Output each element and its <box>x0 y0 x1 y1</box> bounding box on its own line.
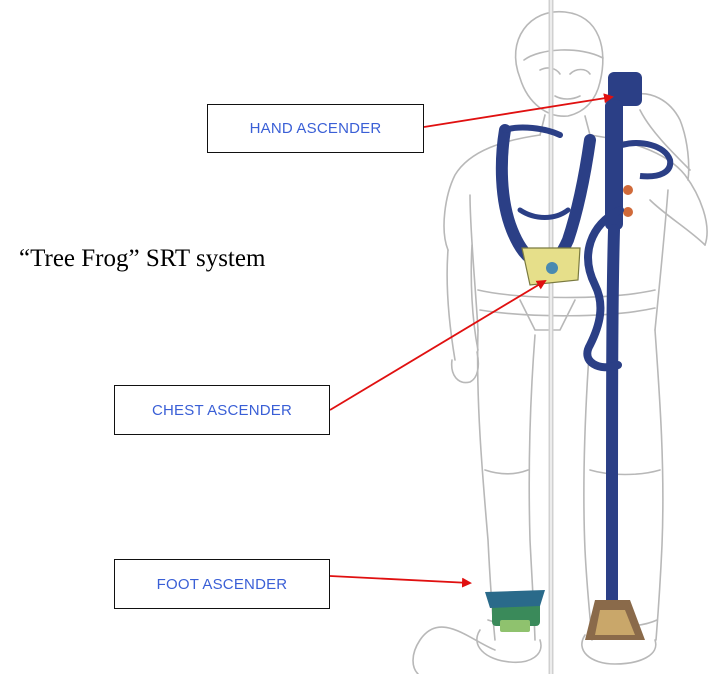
foot-ascender-label: FOOT ASCENDER <box>114 559 330 609</box>
foot-ascender-label-text: FOOT ASCENDER <box>157 576 288 593</box>
chest-ascender-device <box>522 248 580 285</box>
hand-ascender-label-text: HAND ASCENDER <box>250 120 382 137</box>
hand-ascender-arrow <box>424 97 612 127</box>
hand-ascender-label: HAND ASCENDER <box>207 104 424 153</box>
figure-caption: “Tree Frog” SRT system <box>19 245 265 273</box>
right-foot-stirrup <box>585 600 645 640</box>
climber-figure <box>413 12 707 674</box>
chest-ascender-label-text: CHEST ASCENDER <box>152 402 292 419</box>
chest-ascender-arrow <box>330 281 545 410</box>
hand-ascender-device <box>605 72 670 230</box>
chest-ascender-label: CHEST ASCENDER <box>114 385 330 435</box>
foot-loop-sling <box>587 210 620 610</box>
foot-ascender-arrow <box>330 576 470 583</box>
